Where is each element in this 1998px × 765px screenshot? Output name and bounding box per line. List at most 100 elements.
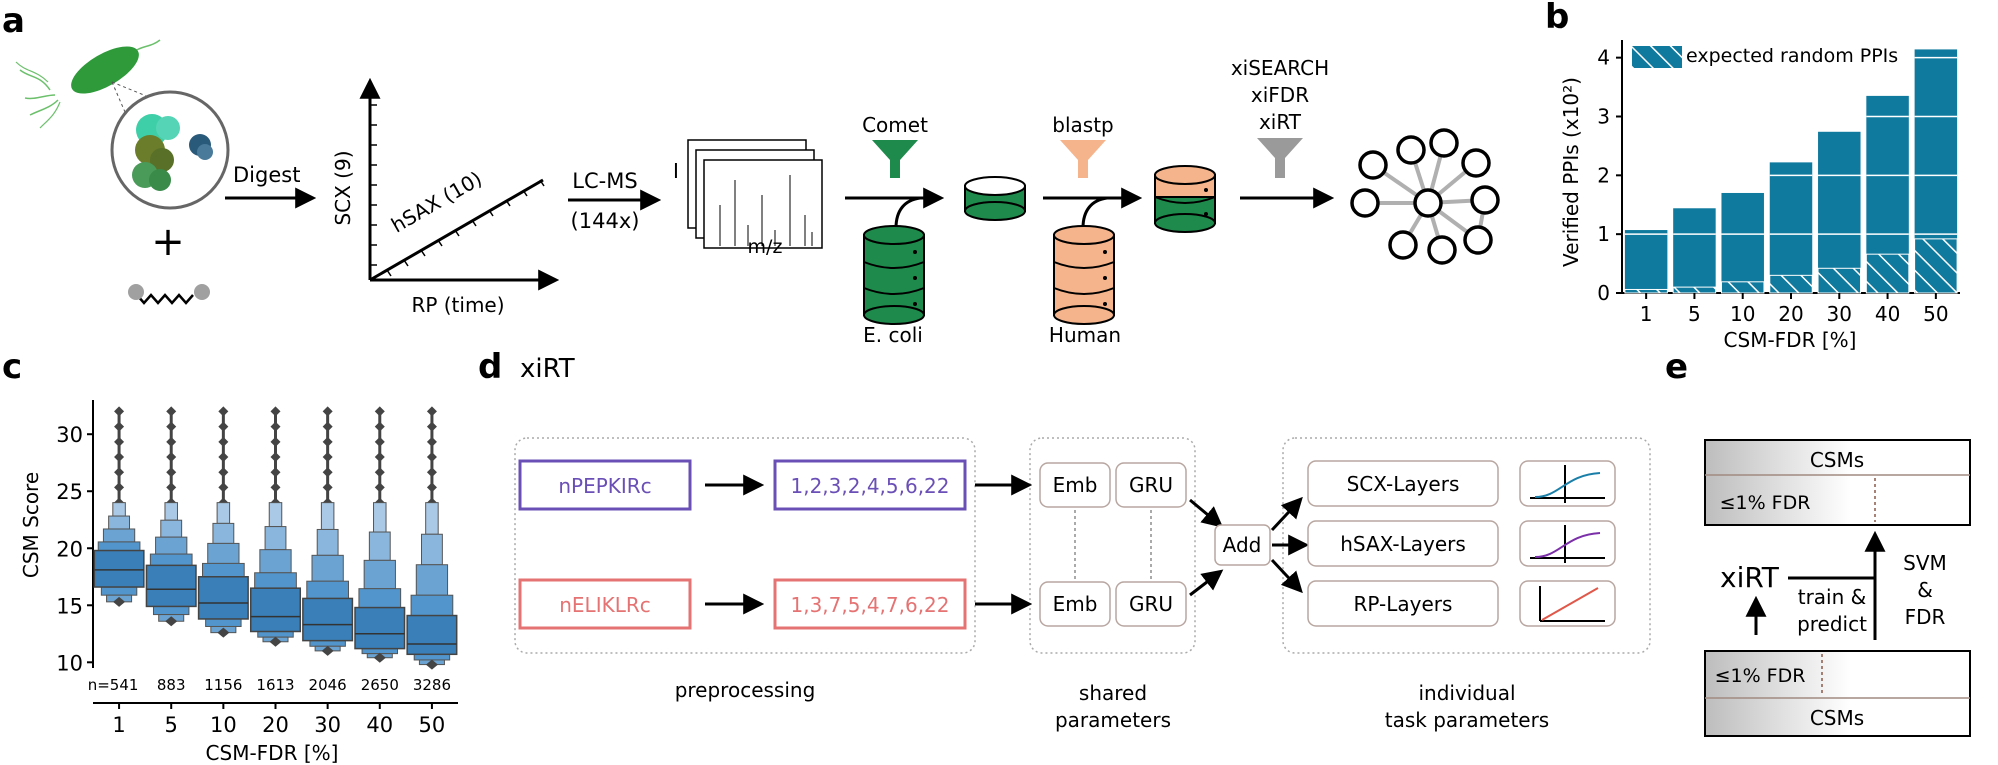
n-label: 883 [157, 676, 186, 694]
boxen-level [264, 526, 287, 551]
boxen-level [212, 522, 235, 544]
emb-label-2: Emb [1053, 592, 1098, 616]
sequence-2-box [518, 578, 692, 630]
panel-letter-c: c [2, 347, 22, 387]
add-box [1214, 524, 1271, 566]
lower-point [165, 616, 178, 627]
x-tick-label: 10 [1730, 302, 1755, 326]
box [145, 564, 197, 608]
xirt-label: xiRT [1720, 561, 1780, 594]
boxen-level [358, 588, 402, 609]
panel-letter-d: d [478, 347, 502, 387]
emb-box-1 [1039, 462, 1111, 508]
fdr-bottom-label: ≤1% FDR [1715, 665, 1806, 687]
x-tick-label: 40 [366, 713, 393, 737]
boxen-level [311, 554, 344, 582]
box [406, 614, 458, 656]
boxen-level [205, 618, 242, 627]
bar [1721, 192, 1764, 293]
rp-layers-label: RP-Layers [1354, 592, 1453, 616]
lower-point [269, 636, 282, 647]
rp-axis-label: RP (time) [411, 293, 504, 317]
human-label: Human [1049, 323, 1121, 347]
boxen-level [207, 542, 240, 564]
random-ppi-bar [1817, 267, 1862, 294]
encoding-1: 1,2,3,2,4,5,6,22 [790, 474, 949, 498]
x-tick-label: 5 [165, 713, 178, 737]
to-add-arrow-1 [1189, 498, 1224, 528]
to-add-arrow-2 [1189, 569, 1224, 597]
boxen-level [316, 528, 339, 556]
legend-label: expected random PPIs [1686, 45, 1898, 67]
shared-caption-2: parameters [1055, 708, 1171, 732]
hsax-axis-label: hSAX (10) [387, 166, 486, 237]
csms-bottom-label: CSMs [1810, 706, 1864, 730]
box [197, 576, 249, 620]
fdr-top-label: ≤1% FDR [1720, 492, 1811, 514]
scx-layers-label: SCX-Layers [1347, 472, 1460, 496]
boxen-level [368, 531, 391, 561]
emb-box-2 [1039, 581, 1111, 627]
y-tick-label: 4 [1597, 46, 1610, 70]
gru-label-2: GRU [1129, 592, 1173, 616]
plus-sign: + [151, 219, 185, 265]
bacterium-icon [15, 39, 161, 129]
rp-output-icon [1519, 580, 1616, 627]
train-label-2: predict [1797, 612, 1867, 636]
shared-group [1029, 437, 1196, 654]
random-ppi-bar [1720, 281, 1765, 294]
panel-c-xlabel: CSM-FDR [%] [206, 741, 339, 765]
boxen-level [152, 605, 190, 616]
x-tick-label: 50 [1923, 302, 1948, 326]
boxen-level [102, 528, 136, 543]
x-tick-label: 40 [1875, 302, 1900, 326]
n-label: 2046 [309, 676, 347, 694]
x-tick-label: 1 [112, 713, 125, 737]
svm-label-3: FDR [1905, 605, 1946, 629]
blastp-funnel-icon [1060, 140, 1106, 178]
separation-axes [359, 77, 560, 291]
task-caption-2: task parameters [1385, 708, 1549, 732]
y-tick-label: 10 [56, 651, 83, 675]
to-rp-arrow [1270, 558, 1303, 594]
svm-label-2: & [1917, 578, 1933, 602]
panel-a: + Digest SCX (9) hSAX (10) R [15, 39, 1500, 347]
bar [1818, 131, 1861, 293]
preprocessing-group [514, 437, 976, 654]
x-tick-label: 20 [262, 713, 289, 737]
y-tick-label: 20 [56, 537, 83, 561]
x-tick-label: 30 [314, 713, 341, 737]
boxen-level [155, 536, 188, 555]
boxen-level [410, 594, 454, 617]
svm-label-1: SVM [1903, 551, 1947, 575]
y-tick-label: 0 [1597, 281, 1610, 305]
combined-database-icon [1154, 165, 1216, 233]
panel-letter-b: b [1545, 0, 1569, 37]
ecoli-merge-line [894, 196, 921, 229]
panel-b-xlabel: CSM-FDR [%] [1724, 328, 1857, 352]
sequence-1-box [518, 459, 692, 511]
boxen-level [149, 553, 193, 566]
boxen-level [268, 502, 283, 528]
zoom-line [111, 81, 126, 113]
encoding-2-box [773, 578, 967, 630]
n-label: 1613 [256, 676, 294, 694]
boxen-level [413, 653, 451, 661]
lcms-label: LC-MS [572, 169, 637, 193]
csms-top-box [1704, 439, 1971, 526]
random-ppi-bar [1769, 274, 1813, 294]
y-tick-label: 15 [56, 594, 83, 618]
train-label-1: train & [1798, 585, 1867, 609]
boxen-level [216, 502, 231, 524]
n-label: 3286 [413, 676, 451, 694]
bar [1624, 230, 1668, 293]
preprocessing-caption: preprocessing [675, 678, 816, 702]
rp-layers-box [1307, 580, 1499, 627]
x-tick-label: 30 [1827, 302, 1852, 326]
boxen-level [363, 559, 396, 590]
boxen-level [160, 519, 183, 538]
box [249, 587, 302, 633]
n-label: 2650 [361, 676, 399, 694]
panel-c-box-chart: 1015202530n=5411883511561016132020463026… [56, 400, 458, 737]
x-tick-label: 5 [1688, 302, 1701, 326]
